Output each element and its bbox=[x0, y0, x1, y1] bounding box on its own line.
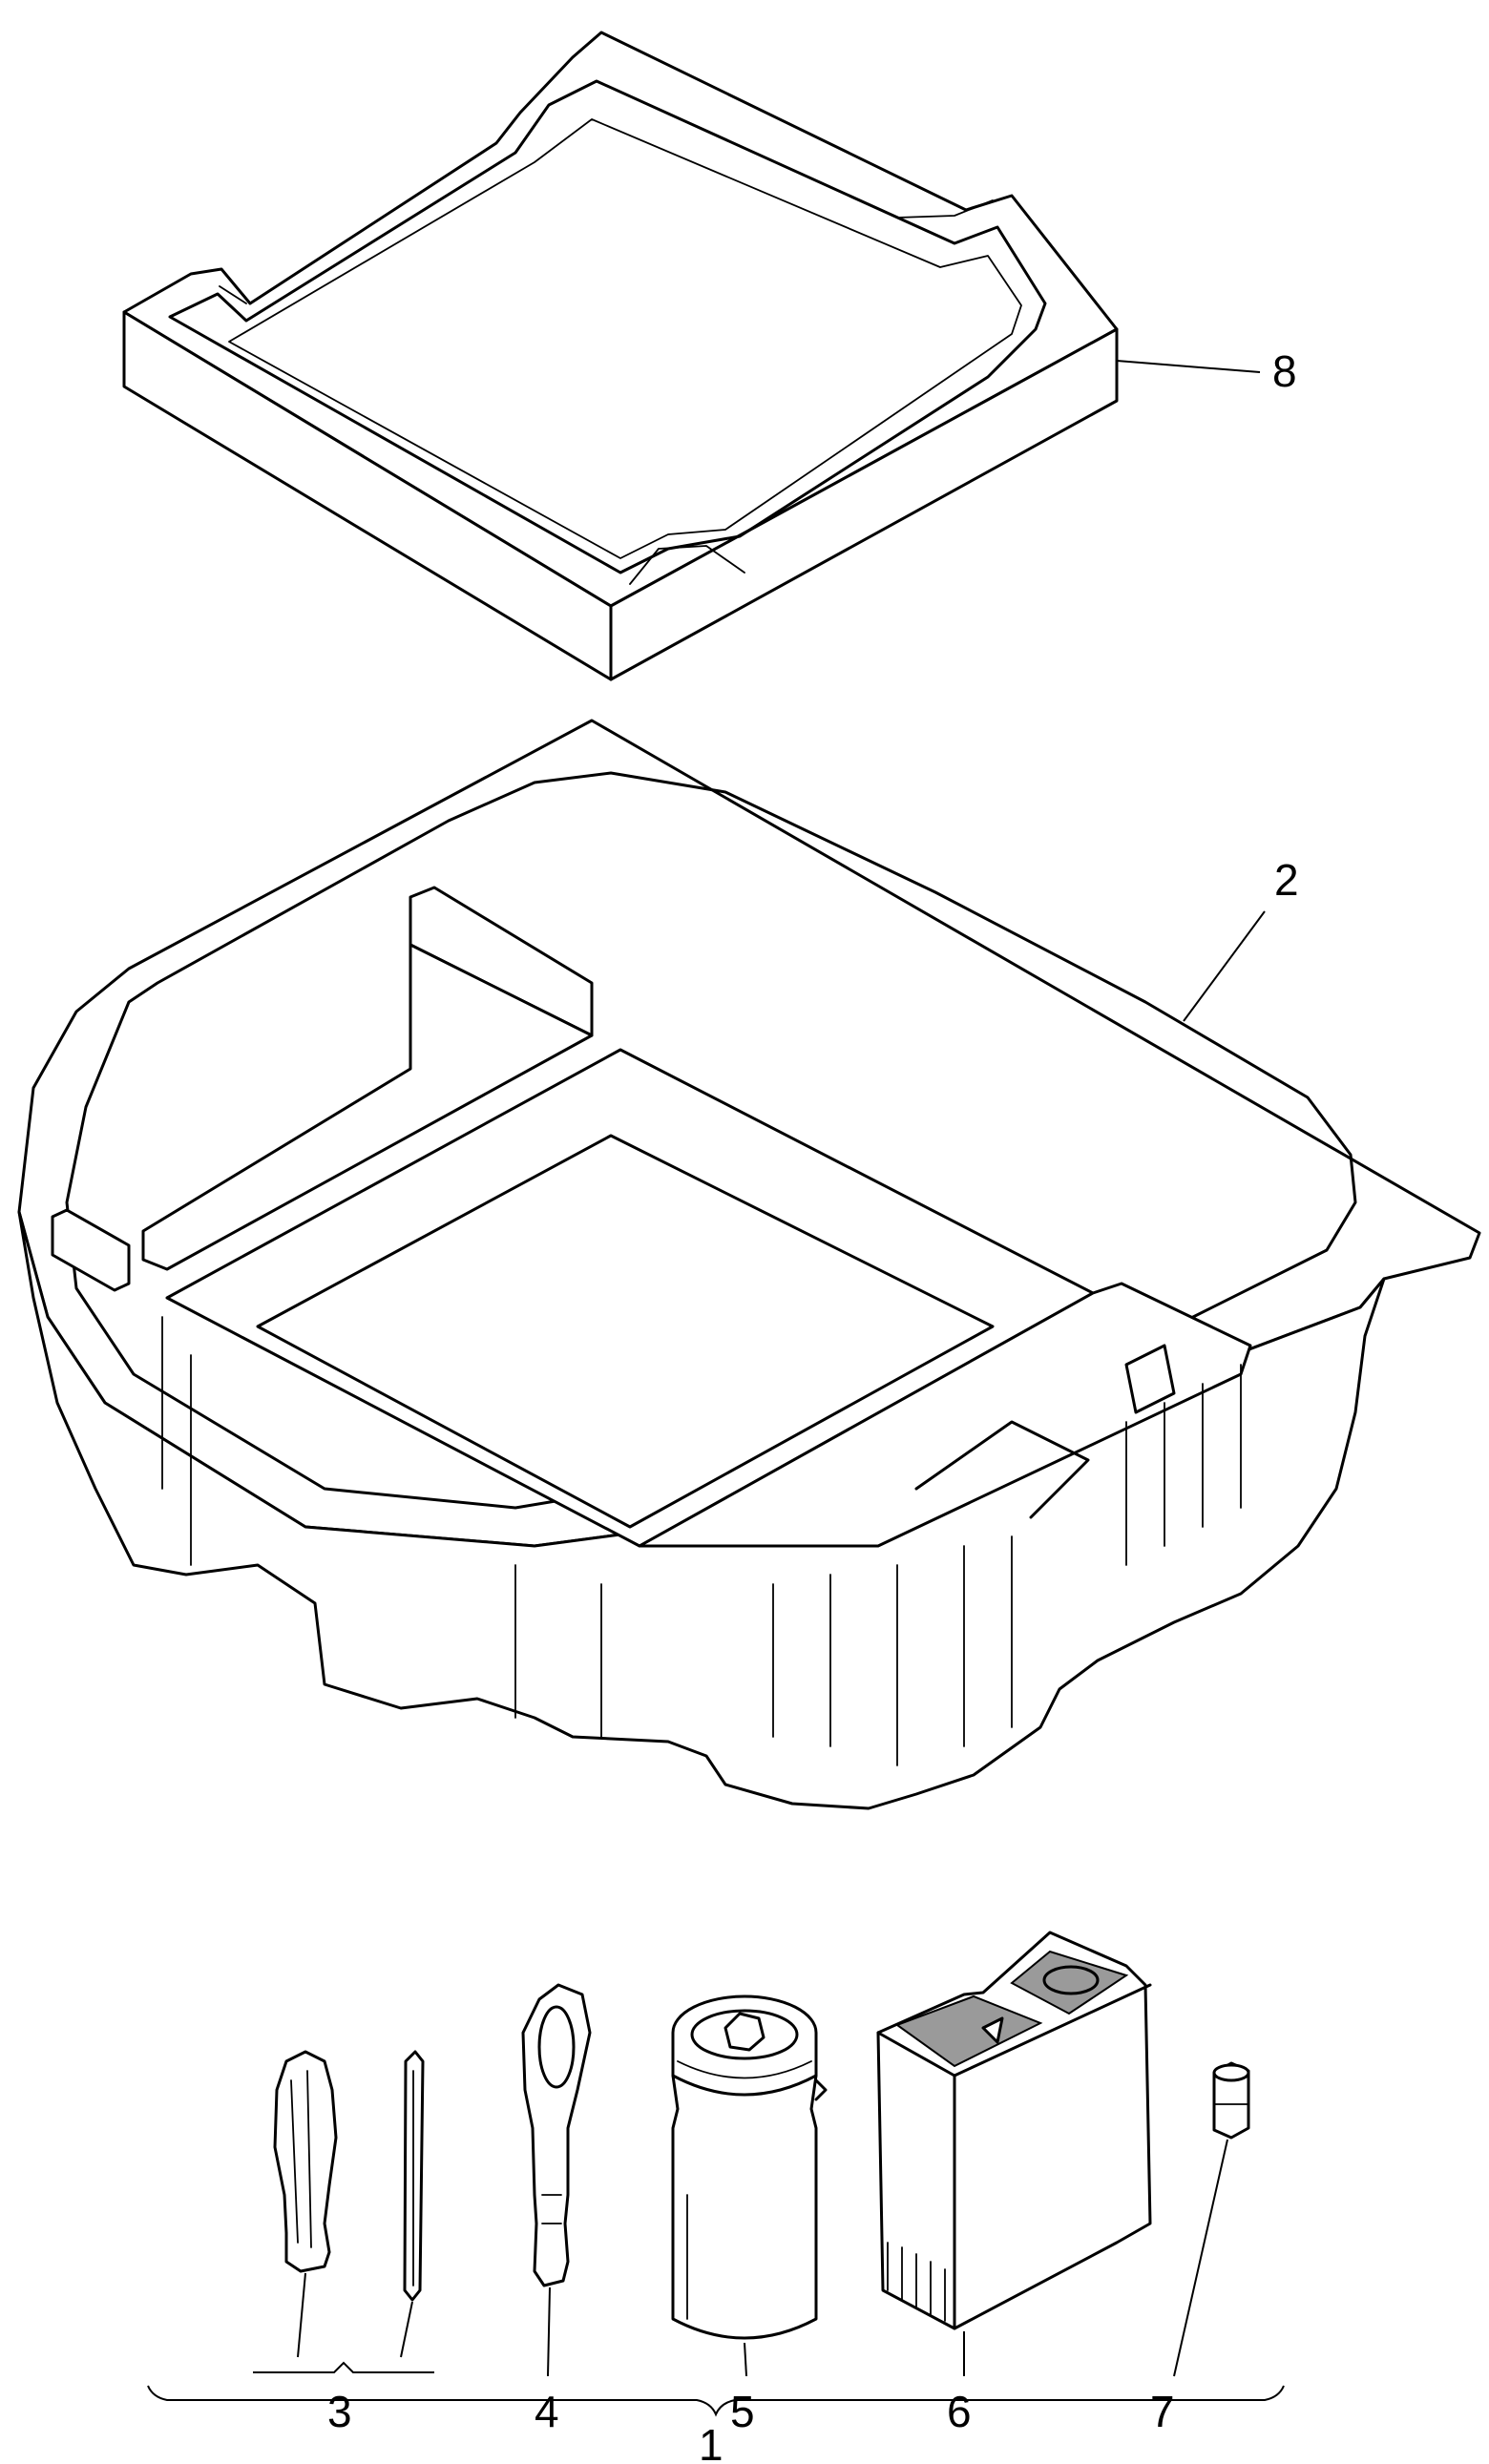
leader-line-7 bbox=[1173, 2139, 1228, 2377]
bracket-1 bbox=[147, 2385, 1285, 2417]
leader-line-3b bbox=[400, 2301, 413, 2358]
spare-well-tub-icon bbox=[17, 719, 1481, 1810]
callout-5: 5 bbox=[730, 2387, 755, 2436]
pin-tool-icon bbox=[403, 2050, 425, 2302]
callout-2: 2 bbox=[1274, 855, 1299, 905]
compressor-unit-icon bbox=[876, 1931, 1152, 2330]
callout-6: 6 bbox=[947, 2387, 972, 2436]
sealant-bottle-icon bbox=[671, 1994, 828, 2340]
callout-3: 3 bbox=[327, 2387, 352, 2436]
leader-line-3a bbox=[297, 2272, 306, 2358]
towing-eye-icon bbox=[521, 1983, 592, 2287]
screwdriver-icon bbox=[273, 2050, 338, 2273]
leader-line-4 bbox=[547, 2287, 551, 2377]
leader-line-2 bbox=[1183, 910, 1266, 1022]
leader-line-5 bbox=[744, 2342, 747, 2377]
callout-7: 7 bbox=[1150, 2387, 1175, 2436]
bracket-3 bbox=[253, 2361, 434, 2373]
callout-4: 4 bbox=[535, 2387, 559, 2436]
storage-tray-icon bbox=[122, 31, 1119, 681]
valve-adapter-icon bbox=[1212, 2061, 1250, 2140]
callout-8: 8 bbox=[1272, 346, 1297, 396]
callout-1: 1 bbox=[699, 2420, 724, 2464]
leader-line-8 bbox=[1116, 360, 1261, 373]
